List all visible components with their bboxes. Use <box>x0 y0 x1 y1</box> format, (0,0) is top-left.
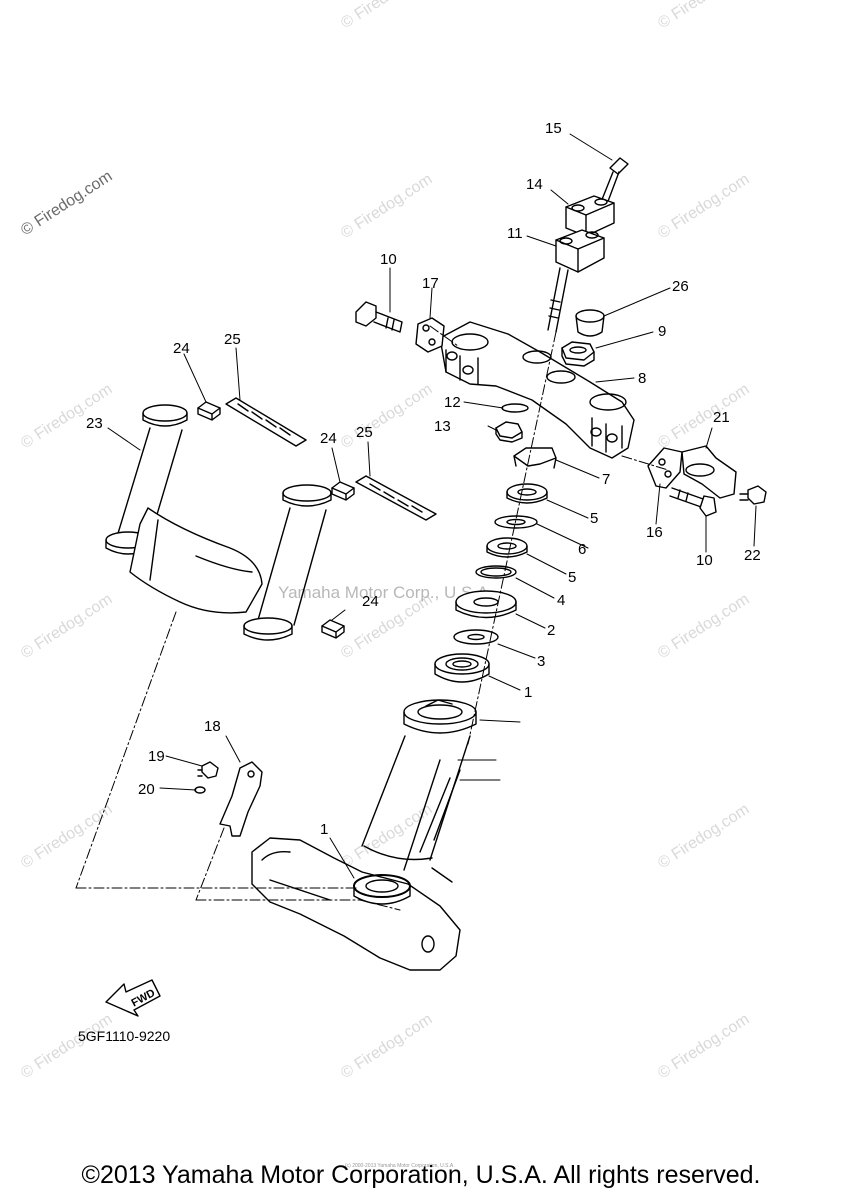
plate-21 <box>681 445 737 499</box>
callout-26: 26 <box>672 278 689 295</box>
pad-24-a <box>197 401 221 421</box>
callout-23: 23 <box>86 415 103 432</box>
ring-4 <box>475 565 517 579</box>
upper-bracket-8 <box>439 321 635 459</box>
copyright-footer: ©2013 Yamaha Motor Corporation, U.S.A. A… <box>81 1161 761 1189</box>
washer-6 <box>494 515 538 529</box>
nut-13 <box>495 421 523 443</box>
plate-17 <box>415 317 445 353</box>
washer-3 <box>453 629 499 645</box>
handlebar-holder-upper-14 <box>565 195 615 237</box>
callout-17: 17 <box>422 275 439 292</box>
callout-14: 14 <box>526 176 543 193</box>
callout-5: 5 <box>590 510 598 527</box>
assembly-lines <box>75 325 669 911</box>
center-watermark: Yamaha Motor Corp., U.S.A. <box>278 583 494 602</box>
ring-nut-5-lower <box>486 537 528 558</box>
callout-13: 13 <box>434 418 451 435</box>
callout-19: 19 <box>148 748 165 765</box>
handlebar-holder-lower-11 <box>547 229 605 333</box>
callout-9: 9 <box>658 323 666 340</box>
bolt-10-right <box>669 487 717 517</box>
pad-24-b <box>331 481 355 501</box>
bolt-22 <box>739 485 767 505</box>
bolt-10-upper <box>355 301 403 333</box>
callout-2: 2 <box>547 622 555 639</box>
callout-15: 15 <box>545 120 562 137</box>
tiny-copyright-notice: (c) 2000-2013 Yamaha Motor Corporation, … <box>345 1163 455 1169</box>
callout-1: 1 <box>524 684 532 701</box>
leader-lines <box>107 133 757 879</box>
callout-25: 25 <box>356 424 373 441</box>
callout-4: 4 <box>557 592 565 609</box>
callout-3: 3 <box>537 653 545 670</box>
callout-6: 6 <box>578 541 586 558</box>
callout-22: 22 <box>744 547 761 564</box>
bearing-1-upper <box>434 653 490 683</box>
callout-numbers: 15 14 11 26 9 8 10 17 24 25 23 12 13 21 … <box>86 120 761 838</box>
diagram-part-code: 5GF1110-9220 <box>78 1028 171 1044</box>
callout-18: 18 <box>204 718 221 735</box>
cap-26 <box>575 309 605 337</box>
callout-24: 24 <box>320 430 337 447</box>
callout-10: 10 <box>380 251 397 268</box>
callout-11: 11 <box>507 225 523 242</box>
washer-7 <box>513 447 557 469</box>
callout-16: 16 <box>646 524 663 541</box>
callout-12: 12 <box>444 394 461 411</box>
steering-stem <box>361 699 477 871</box>
bracket-18 <box>219 761 263 837</box>
callout-1: 1 <box>320 821 328 838</box>
nut-9 <box>561 341 595 367</box>
fwd-arrow-icon <box>105 979 161 1017</box>
lower-bracket <box>251 837 461 971</box>
bolt-19 <box>197 761 219 779</box>
bolt-15-part <box>600 157 629 205</box>
callout-25: 25 <box>224 331 241 348</box>
callout-7: 7 <box>602 471 610 488</box>
callout-10: 10 <box>696 552 713 569</box>
callout-21: 21 <box>713 409 730 426</box>
callout-5: 5 <box>568 569 576 586</box>
handlebar-cover-23 <box>105 404 332 641</box>
bearing-1-lower <box>353 874 411 898</box>
pad-24-c <box>321 619 345 639</box>
callout-24: 24 <box>173 340 190 357</box>
washer-12 <box>501 403 529 413</box>
callout-24: 24 <box>362 593 379 610</box>
bracket-16 <box>647 447 683 489</box>
seal-2 <box>455 590 517 619</box>
label-25-a <box>225 397 307 447</box>
label-25-b <box>355 475 437 521</box>
ring-nut-5-upper <box>506 483 548 504</box>
callout-20: 20 <box>138 781 155 798</box>
callout-8: 8 <box>638 370 646 387</box>
